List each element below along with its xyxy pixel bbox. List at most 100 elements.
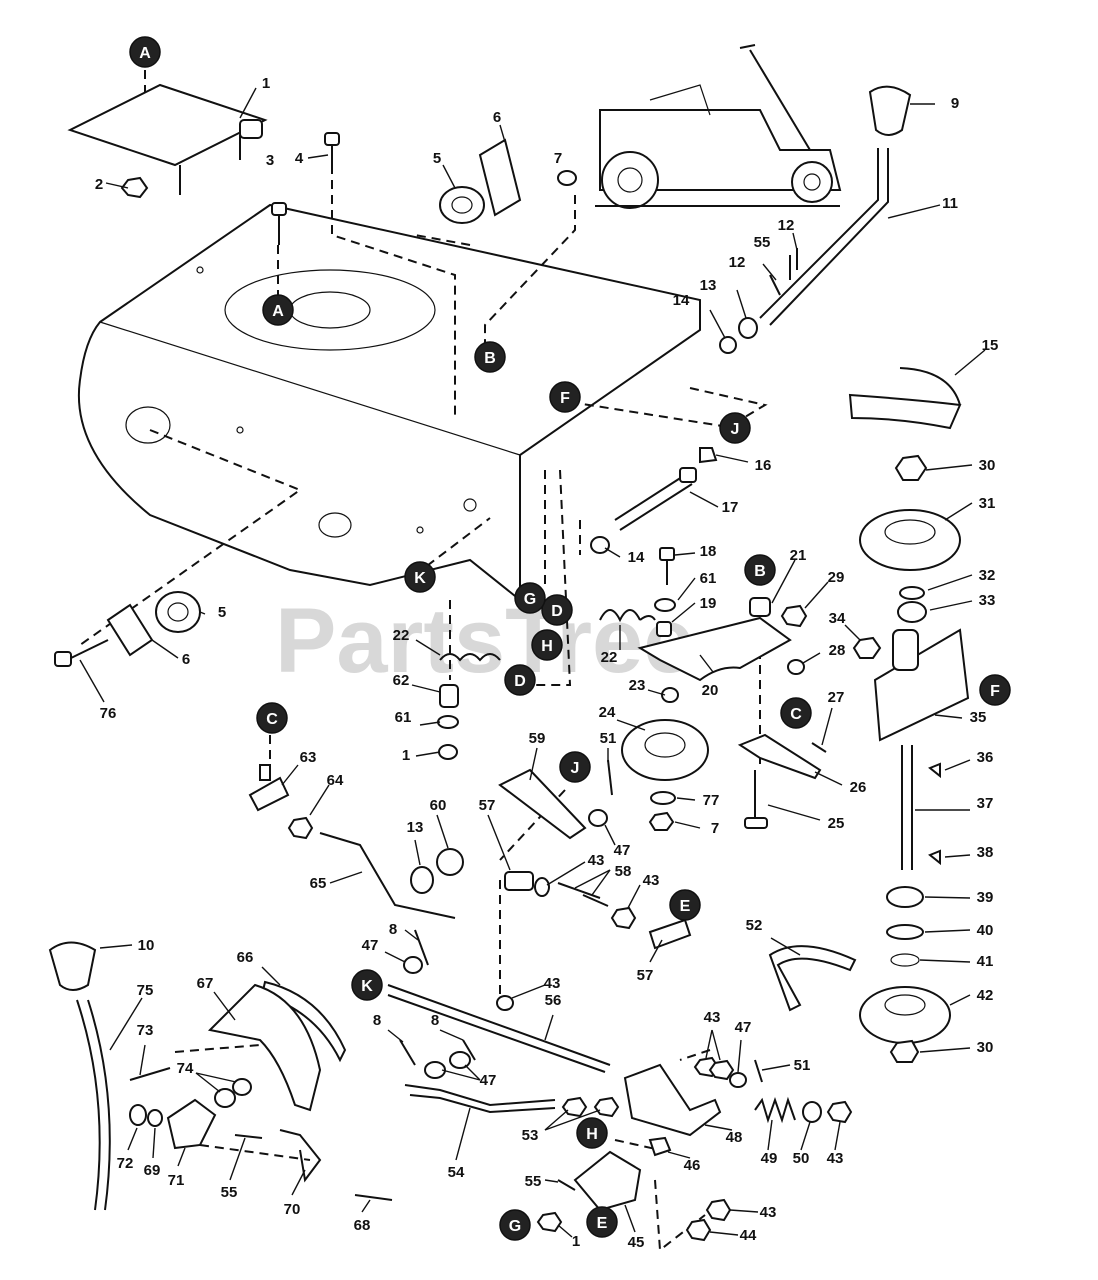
svg-text:E: E	[680, 898, 691, 915]
part-number-label: 67	[197, 975, 214, 992]
part-number-label: 31	[979, 495, 996, 512]
part-number-label: 13	[700, 277, 717, 294]
part-number-label: 55	[525, 1173, 542, 1190]
frame-housing	[77, 203, 701, 603]
svg-text:G: G	[509, 1218, 521, 1235]
part-number-label: 41	[977, 953, 994, 970]
svg-text:J: J	[571, 760, 580, 777]
svg-text:H: H	[541, 638, 553, 655]
svg-text:K: K	[361, 978, 373, 995]
part-number-label: 50	[793, 1150, 810, 1167]
part-number-label: 2	[95, 176, 103, 193]
part-number-label: 13	[407, 819, 424, 836]
part-number-label: 8	[389, 921, 397, 938]
part-number-label: 24	[599, 704, 616, 721]
part-number-label: 77	[703, 792, 720, 809]
part-number-label: 68	[354, 1217, 371, 1234]
callout-g-nut: G	[499, 1209, 531, 1241]
part-number-label: 58	[615, 863, 632, 880]
part-number-label: 5	[218, 604, 226, 621]
part-number-label: 56	[545, 992, 562, 1009]
part-number-label: 1	[262, 75, 270, 92]
part-number-label: 6	[182, 651, 190, 668]
callout-j-bracket: J	[559, 751, 591, 783]
part-number-labels: 1 2 3 4 5 6 7 9 11 12 55 12 13 14 15 16 …	[95, 75, 999, 1251]
part-number-label: 63	[300, 749, 317, 766]
part-number-label: 48	[726, 1129, 743, 1146]
part-number-label: 17	[722, 499, 739, 516]
part-number-label: 76	[100, 705, 117, 722]
callout-g-frame: G	[514, 582, 546, 614]
callout-c-bracket: C	[780, 697, 812, 729]
part-number-label: 52	[746, 917, 763, 934]
part-number-label: 28	[829, 642, 846, 659]
svg-text:C: C	[790, 706, 802, 723]
leader-lines	[79, 87, 986, 1238]
part-number-label: 19	[700, 595, 717, 612]
part-number-label: 71	[168, 1172, 185, 1189]
callout-b-bushing: B	[744, 554, 776, 586]
part-number-label: 12	[729, 254, 746, 271]
part-number-label: 57	[479, 797, 496, 814]
part-number-label: 54	[448, 1164, 465, 1181]
part-number-label: 73	[137, 1022, 154, 1039]
part-number-label: 1	[572, 1233, 580, 1250]
part-number-label: 51	[600, 730, 617, 747]
svg-text:G: G	[524, 591, 536, 608]
part-number-label: 3	[266, 152, 274, 169]
part-number-label: 30	[979, 457, 996, 474]
part-number-label: 40	[977, 922, 994, 939]
callout-k-frame: K	[404, 561, 436, 593]
part-number-label: 7	[554, 150, 562, 167]
part-number-label: 23	[629, 677, 646, 694]
part-number-label: 8	[431, 1012, 439, 1029]
part-number-label: 65	[310, 875, 327, 892]
part-number-label: 75	[137, 982, 154, 999]
part-number-label: 43	[760, 1204, 777, 1221]
svg-text:A: A	[272, 303, 284, 320]
part-number-label: 21	[790, 547, 807, 564]
svg-text:E: E	[597, 1215, 608, 1232]
part-number-label: 42	[977, 987, 994, 1004]
part-number-label: 57	[637, 967, 654, 984]
part-number-label: 61	[395, 709, 412, 726]
part-number-label: 39	[977, 889, 994, 906]
part-number-label: 27	[828, 689, 845, 706]
part-number-label: 33	[979, 592, 996, 609]
part-number-label: 32	[979, 567, 996, 584]
part-number-label: 60	[430, 797, 447, 814]
callout-d-spring: D	[541, 594, 573, 626]
svg-text:D: D	[514, 673, 526, 690]
part-number-label: 47	[362, 937, 379, 954]
part-number-label: 10	[138, 937, 155, 954]
part-number-label: 7	[711, 820, 719, 837]
part-number-label: 69	[144, 1162, 161, 1179]
tractor-illustration	[595, 44, 842, 209]
part-number-label: 20	[702, 682, 719, 699]
svg-text:A: A	[139, 45, 151, 62]
svg-text:B: B	[484, 350, 496, 367]
part-number-label: 25	[828, 815, 845, 832]
part-number-label: 11	[942, 195, 958, 212]
part-number-label: 18	[700, 543, 717, 560]
part-number-label: 59	[529, 730, 546, 747]
callout-e-bracket: E	[586, 1206, 618, 1238]
callout-a-frame: A	[262, 294, 294, 326]
part-number-label: 43	[544, 975, 561, 992]
part-number-label: 22	[601, 649, 618, 666]
part-number-label: 43	[588, 852, 605, 869]
callout-c-swivel: C	[256, 702, 288, 734]
callout-markers: A A B B C C D	[129, 36, 1011, 1241]
callout-f-housing: F	[979, 674, 1011, 706]
part-number-label: 64	[327, 772, 344, 789]
part-number-label: 51	[794, 1057, 811, 1074]
part-number-label: 47	[735, 1019, 752, 1036]
callout-f-frame: F	[549, 381, 581, 413]
part-number-label: 55	[754, 234, 771, 251]
svg-text:F: F	[560, 390, 570, 407]
part-number-label: 16	[755, 457, 772, 474]
part-number-label: 22	[393, 627, 410, 644]
part-number-label: 47	[480, 1072, 497, 1089]
part-number-label: 70	[284, 1201, 301, 1218]
